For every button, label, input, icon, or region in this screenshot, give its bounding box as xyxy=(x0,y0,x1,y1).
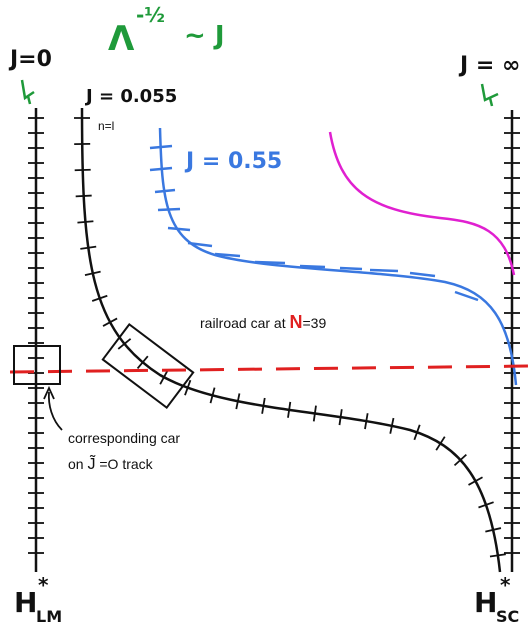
railroad-prefix: railroad car at xyxy=(200,315,289,331)
corresponding-arrowhead xyxy=(43,385,55,400)
corresponding-line2-J: J̃ xyxy=(87,453,96,473)
corresponding-car xyxy=(13,345,61,385)
black-curve-label: J = 0.055 xyxy=(84,86,177,107)
black-curve-tick xyxy=(80,245,97,250)
blue-curve-path xyxy=(158,127,518,386)
black-curve-tick xyxy=(485,527,502,533)
black-curve-tick xyxy=(184,379,192,396)
corresponding-line2-pre: on xyxy=(68,456,87,472)
black-curve-tick xyxy=(389,417,395,434)
blue-curve xyxy=(149,127,518,386)
black-curve-tick xyxy=(261,397,266,414)
green-arrow-right xyxy=(480,83,499,107)
black-curve-tick xyxy=(84,270,101,276)
black-curve-tick xyxy=(117,338,132,350)
right-bottom-H: H xyxy=(474,586,497,619)
left-bottom-star: * xyxy=(38,573,49,597)
right-track xyxy=(504,110,520,572)
black-curve-tick xyxy=(435,436,446,451)
black-curve-tick xyxy=(338,409,343,426)
left-track xyxy=(28,108,44,572)
green-arrow-left xyxy=(20,79,35,105)
lambda-symbol: Λ xyxy=(108,19,135,59)
black-curve-tick xyxy=(91,294,108,302)
right-bottom-label: H * SC xyxy=(474,573,519,626)
black-curve-tick xyxy=(453,453,467,467)
black-curve-tick xyxy=(287,401,292,418)
left-bottom-H: H xyxy=(14,586,37,619)
magenta-curve xyxy=(328,131,516,276)
corresponding-line1: corresponding car xyxy=(68,430,180,446)
railroad-car-label: railroad car at N=39 xyxy=(200,312,326,332)
right-bottom-star: * xyxy=(500,573,511,597)
right-bottom-sub: SC xyxy=(496,607,519,626)
black-curve-tick xyxy=(364,413,369,430)
black-curve-tick xyxy=(159,369,169,385)
black-curve-tick xyxy=(413,424,421,441)
black-curve-tick xyxy=(77,220,94,224)
corresponding-line2-post: =O track xyxy=(95,456,153,472)
black-curve-tick xyxy=(312,405,317,422)
corresponding-arrow xyxy=(47,391,63,431)
black-curve-tick xyxy=(102,317,118,327)
railroad-suffix: =39 xyxy=(302,315,326,331)
black-curve-ticks xyxy=(74,117,506,558)
lambda-exponent: -½ xyxy=(136,3,165,27)
blue-curve-label: J = 0.55 xyxy=(184,149,282,174)
left-bottom-label: H * LM xyxy=(14,573,62,626)
black-curve-tick xyxy=(468,476,483,486)
black-curve-tick xyxy=(235,393,241,410)
railroad-car xyxy=(101,322,195,410)
left-bottom-sub: LM xyxy=(36,607,62,626)
black-curve-tick xyxy=(136,355,149,370)
black-curve-tick xyxy=(478,501,494,509)
left-track-label: J=0 xyxy=(8,47,52,72)
blue-curve-dashes xyxy=(149,144,479,302)
black-curve-n-label: n=l xyxy=(98,119,114,133)
railroad-N: N xyxy=(289,312,302,332)
black-curve-tick xyxy=(75,194,92,198)
left-track-ticks xyxy=(28,117,44,554)
black-curve-tick xyxy=(489,553,506,558)
scaling-relation: ~ J xyxy=(184,21,225,51)
black-curve-tick xyxy=(209,387,216,404)
corresponding-line2: on J̃ =O track xyxy=(68,453,154,473)
black-curve xyxy=(74,107,506,573)
black-curve-path xyxy=(80,107,502,573)
right-track-label: J = ∞ xyxy=(458,53,520,78)
red-dashed-line xyxy=(9,364,532,374)
right-track-ticks xyxy=(504,117,520,554)
